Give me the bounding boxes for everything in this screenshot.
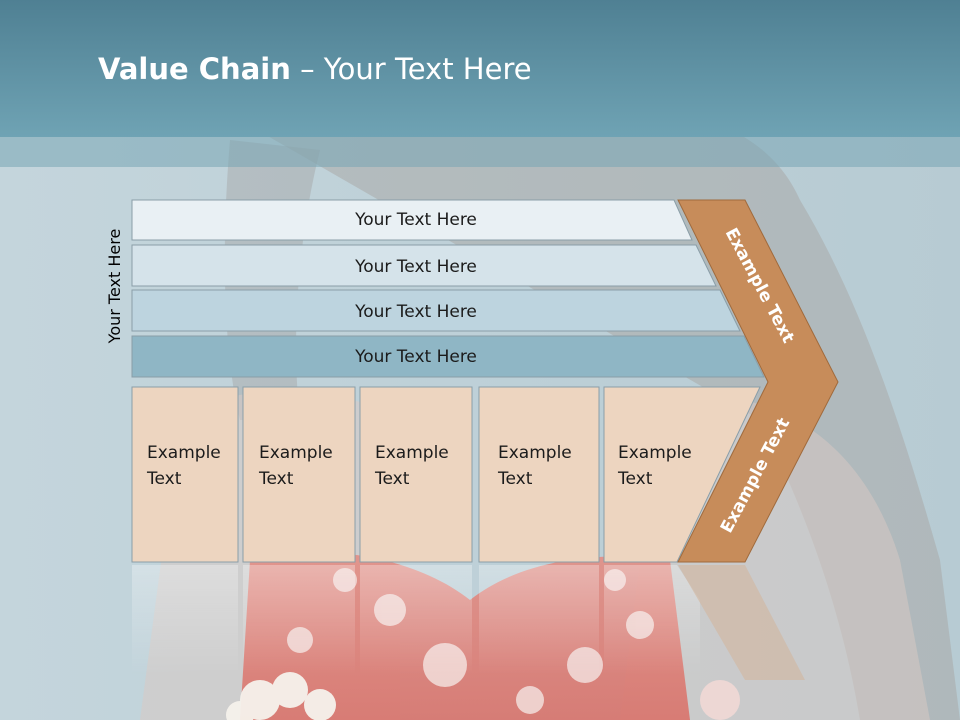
primary-box-label: Example Text (375, 440, 449, 492)
primary-box[interactable] (603, 386, 761, 563)
primary-boxes (131, 386, 761, 563)
primary-box-line2: Text (375, 469, 410, 489)
slide-title: Value Chain – Your Text Here (98, 52, 532, 86)
support-row[interactable] (131, 199, 693, 241)
support-row-label: Your Text Here (354, 210, 477, 230)
primary-box-line2: Text (259, 469, 294, 489)
primary-box-line1: Example (259, 443, 333, 463)
reflection (132, 565, 805, 680)
header-band (0, 0, 960, 137)
primary-box[interactable] (478, 386, 600, 563)
title-bold: Value Chain (98, 52, 291, 86)
primary-box[interactable] (242, 386, 356, 563)
support-row[interactable] (131, 289, 741, 332)
support-row[interactable] (131, 335, 765, 378)
primary-box[interactable] (359, 386, 473, 563)
title-rest: – Your Text Here (290, 52, 532, 86)
support-row-label: Your Text Here (354, 257, 477, 277)
primary-box[interactable] (131, 386, 239, 563)
support-row[interactable] (131, 244, 717, 287)
primary-box-label: Example Text (147, 440, 221, 492)
primary-box-label: Example Text (259, 440, 333, 492)
primary-box-line2: Text (618, 469, 653, 489)
primary-box-line1: Example (147, 443, 221, 463)
margin-arrow[interactable] (677, 199, 839, 563)
primary-box-line2: Text (498, 469, 533, 489)
support-row-label: Your Text Here (354, 302, 477, 322)
primary-box-line2: Text (147, 469, 182, 489)
primary-box-line1: Example (375, 443, 449, 463)
support-row-label: Your Text Here (354, 347, 477, 367)
primary-box-label: Example Text (618, 440, 692, 492)
primary-box-line1: Example (618, 443, 692, 463)
primary-box-label: Example Text (498, 440, 572, 492)
header-subband (0, 137, 960, 167)
primary-box-line1: Example (498, 443, 572, 463)
support-rows: Your Text Here Your Text Here Your Text … (131, 199, 765, 378)
